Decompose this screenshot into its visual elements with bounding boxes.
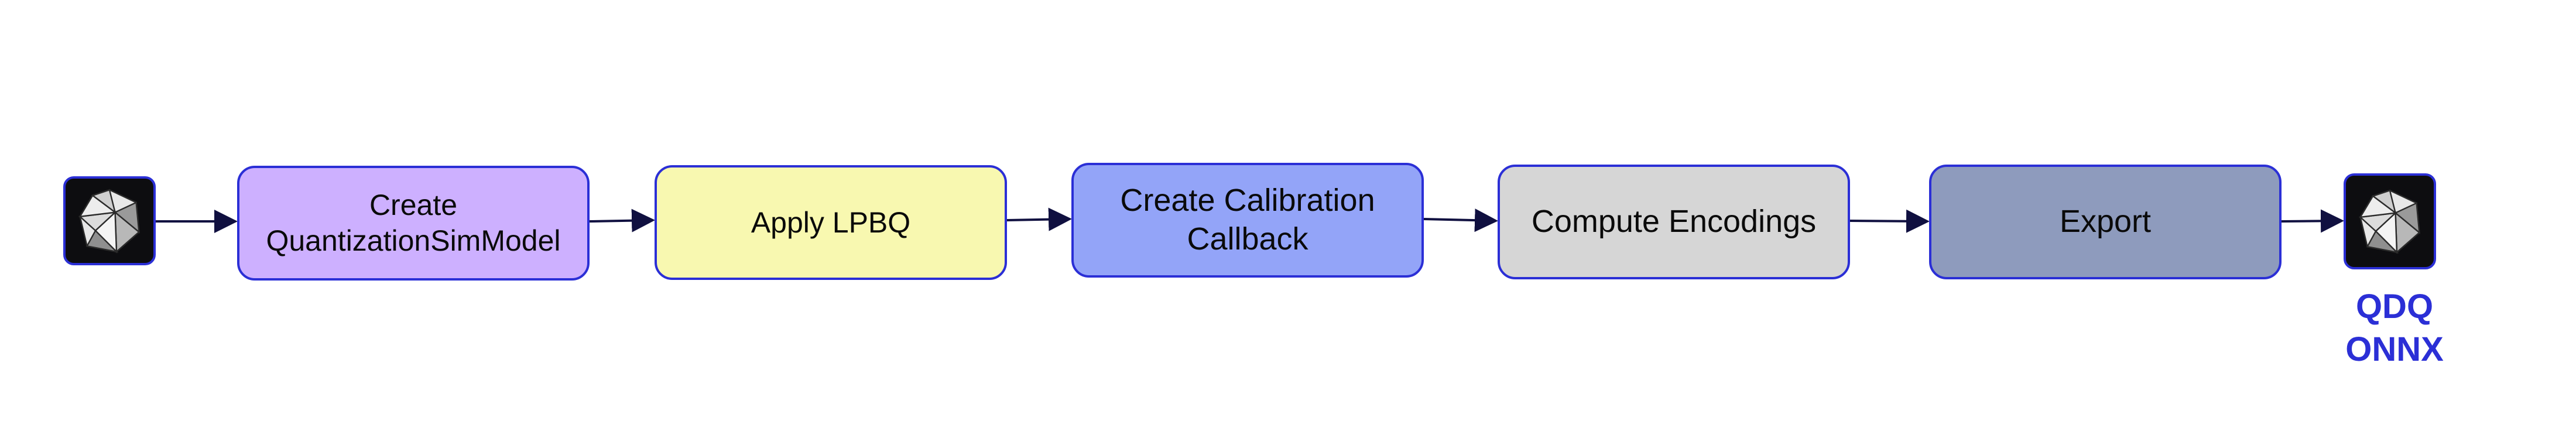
step-compute-encodings: Compute Encodings	[1498, 165, 1850, 279]
step-create-calibration-callback: Create Calibration Callback	[1071, 163, 1424, 278]
output-label: QDQ ONNX	[2345, 288, 2444, 368]
step-label: Apply LPBQ	[751, 206, 911, 239]
step-label: Compute Encodings	[1531, 204, 1817, 240]
step-create-quantizationsimmodel: Create QuantizationSimModel	[237, 166, 590, 281]
step-label: Create Calibration Callback	[1120, 183, 1375, 257]
input-model-icon	[63, 176, 156, 265]
step-label: Export	[2059, 204, 2152, 240]
arrow-step-3-to-step-4	[1423, 208, 1498, 232]
step-apply-lpbq: Apply LPBQ	[655, 165, 1007, 280]
arrow-step-2-to-step-3	[1006, 207, 1072, 231]
step-label: Create QuantizationSimModel	[266, 189, 561, 257]
step-export: Export	[1929, 165, 2282, 279]
onnx-model-icon	[78, 189, 141, 254]
arrow-step-1-to-step-2	[589, 208, 655, 232]
output-model-icon	[2344, 173, 2436, 269]
onnx-model-icon	[2358, 189, 2421, 254]
